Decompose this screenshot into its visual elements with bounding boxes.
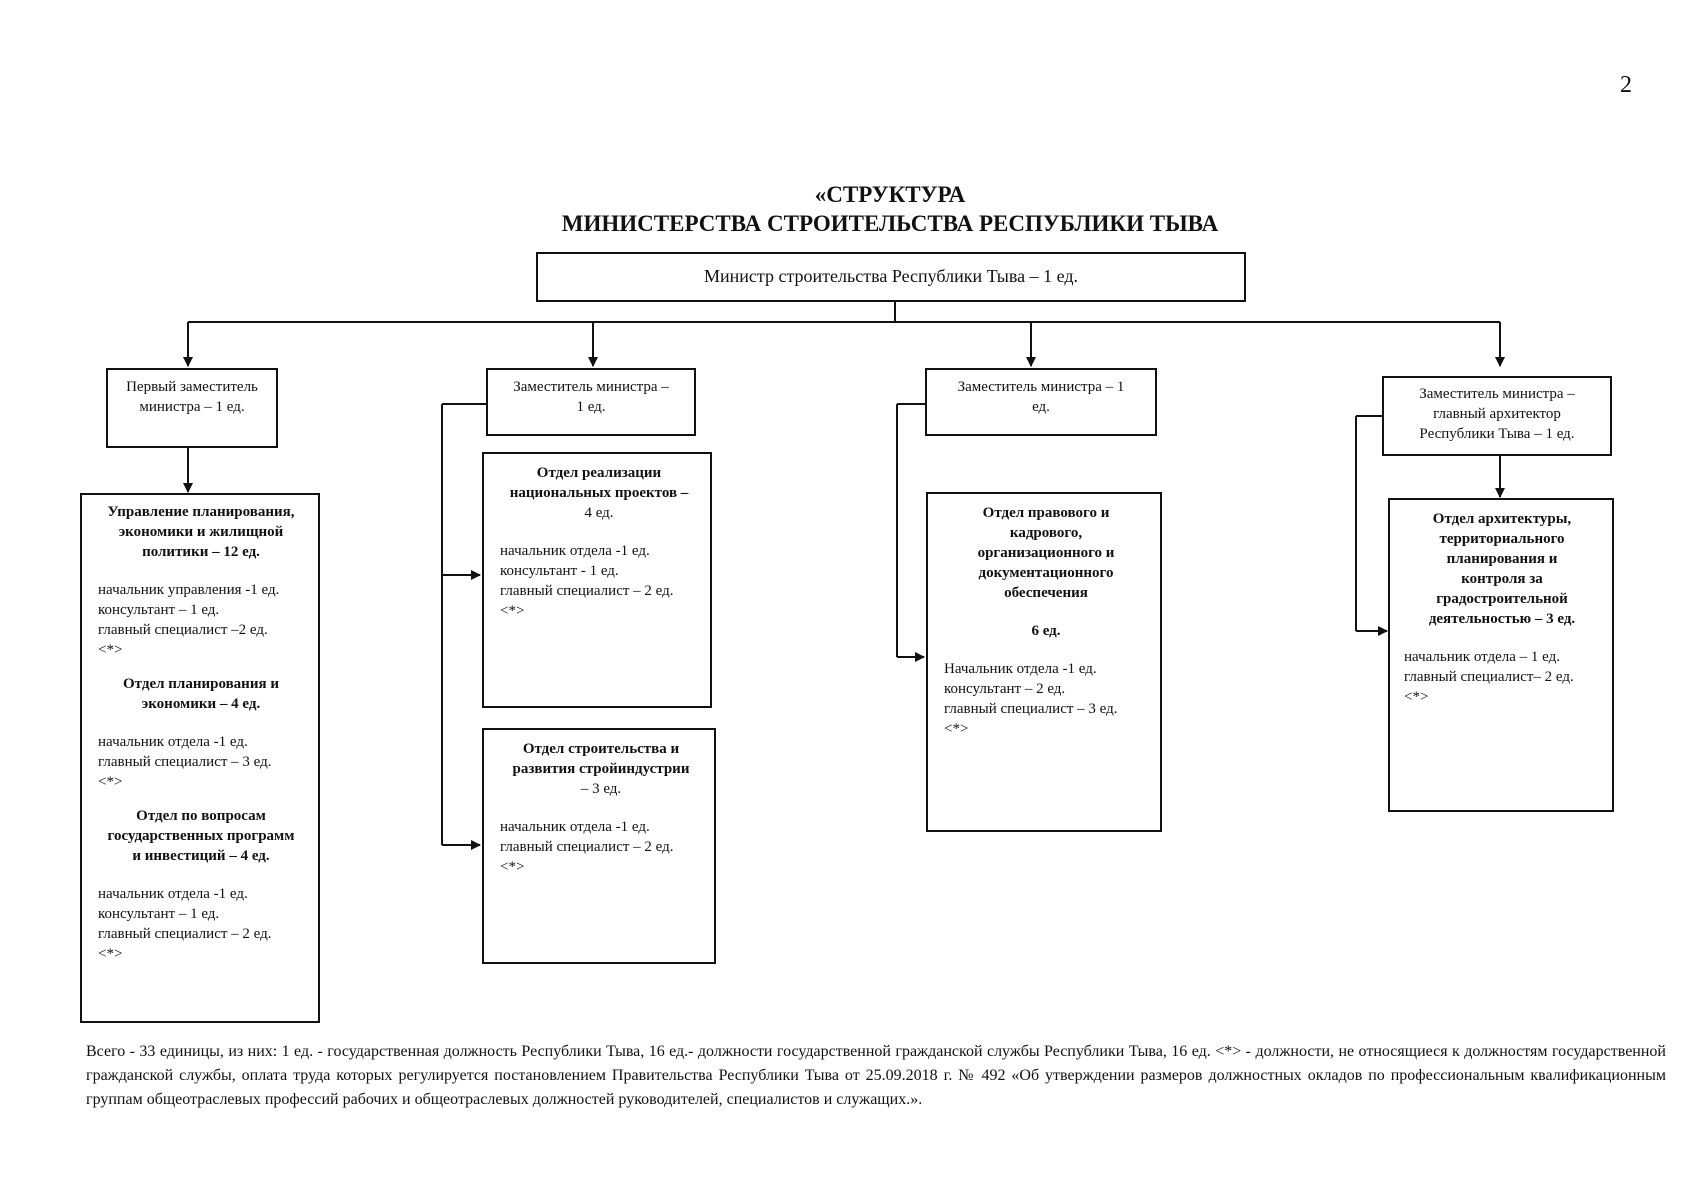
unit-title: Отдел реализации <box>536 465 662 481</box>
legal-hr-box: Отдел правового и кадрового, организацио… <box>926 492 1162 832</box>
subunit-title: государственных программ <box>107 828 295 844</box>
unit-title: планирования и <box>1446 551 1558 567</box>
staff-line: главный специалист – 3 ед. <box>98 754 272 770</box>
deputy-first-box: Первый заместитель министра – 1 ед. <box>106 368 278 448</box>
unit-title: экономики и жилищной <box>118 524 284 540</box>
staff-line: консультант – 1 ед. <box>98 906 220 922</box>
unit-title: Отдел строительства и <box>522 741 680 757</box>
staff-line: начальник отдела – 1 ед. <box>1404 649 1561 665</box>
staff-line: <*> <box>944 721 969 737</box>
page-title-line1: «СТРУКТУРА <box>814 182 966 207</box>
staff-line: главный специалист– 2 ед. <box>1404 669 1574 685</box>
deputy-4-line: Республики Тыва – 1 ед. <box>1419 426 1575 442</box>
staff-line: <*> <box>500 859 525 875</box>
staff-line: <*> <box>98 642 123 658</box>
deputy-3-line: ед. <box>1032 399 1050 415</box>
staff-line: консультант - 1 ед. <box>500 563 619 579</box>
unit-title: обеспечения <box>1004 585 1088 601</box>
unit-title: политики – 12 ед. <box>142 544 260 560</box>
unit-title: – 3 ед. <box>580 781 622 797</box>
deputy-4-line: главный архитектор <box>1433 406 1561 422</box>
staff-line: главный специалист – 2 ед. <box>500 839 674 855</box>
deputy-2-box: Заместитель министра – 1 ед. <box>486 368 696 436</box>
staff-line: начальник управления -1 ед. <box>98 582 280 598</box>
unit-title: Отдел архитектуры, <box>1432 511 1572 527</box>
staff-line: главный специалист –2 ед. <box>98 622 268 638</box>
unit-title: территориального <box>1439 531 1565 547</box>
staff-line: консультант – 2 ед. <box>944 681 1066 697</box>
staff-line: <*> <box>500 603 525 619</box>
deputy-2-line: 1 ед. <box>576 399 606 415</box>
deputy-4-box: Заместитель министра – главный архитекто… <box>1382 376 1612 456</box>
unit-count: 6 ед. <box>1031 623 1061 639</box>
deputy-3-line: Заместитель министра – 1 <box>957 379 1125 395</box>
unit-title: контроля за <box>1461 571 1543 587</box>
unit-title: 4 ед. <box>584 505 614 521</box>
unit-title: организационного и <box>977 545 1115 561</box>
deputy-3-box: Заместитель министра – 1 ед. <box>925 368 1157 436</box>
deputy-first-line: Первый заместитель <box>126 379 258 395</box>
unit-title: документационного <box>978 565 1114 581</box>
subunit-title: Отдел планирования и <box>123 676 279 692</box>
page-title-line2: МИНИСТЕРСТВА СТРОИТЕЛЬСТВА РЕСПУБЛИКИ ТЫ… <box>561 211 1219 236</box>
subunit-title: Отдел по вопросам <box>136 808 266 824</box>
staff-line: начальник отдела -1 ед. <box>500 819 650 835</box>
subunit-title: и инвестиций – 4 ед. <box>132 848 270 864</box>
staff-line: <*> <box>98 946 123 962</box>
staff-line: консультант – 1 ед. <box>98 602 220 618</box>
minister-box: Министр строительства Республики Тыва – … <box>536 252 1246 302</box>
staff-line: начальник отдела -1 ед. <box>98 734 248 750</box>
staff-line: Начальник отдела -1 ед. <box>944 661 1097 677</box>
unit-title: Отдел правового и <box>982 505 1110 521</box>
unit-title: кадрового, <box>1009 525 1083 541</box>
page-number: 2 <box>1620 72 1632 98</box>
minister-label: Министр строительства Республики Тыва – … <box>704 266 1078 286</box>
subunit-title: экономики – 4 ед. <box>141 696 261 712</box>
unit-title: градостроительной <box>1436 591 1568 607</box>
architecture-box: Отдел архитектуры, территориального план… <box>1388 498 1614 812</box>
staff-line: главный специалист – 2 ед. <box>98 926 272 942</box>
construction-box: Отдел строительства и развития стройинду… <box>482 728 716 964</box>
staff-line: <*> <box>1404 689 1429 705</box>
deputy-4-line: Заместитель министра – <box>1419 386 1575 402</box>
national-projects-box: Отдел реализации национальных проектов –… <box>482 452 712 708</box>
footnote: Всего - 33 единицы, из них: 1 ед. - госу… <box>86 1043 1666 1108</box>
unit-title: Управление планирования, <box>107 504 295 520</box>
planning-management-box: Управление планирования, экономики и жил… <box>80 493 320 1023</box>
unit-title: деятельностью – 3 ед. <box>1428 611 1576 627</box>
staff-line: начальник отдела -1 ед. <box>98 886 248 902</box>
staff-line: начальник отдела -1 ед. <box>500 543 650 559</box>
unit-title: национальных проектов – <box>509 485 689 501</box>
deputy-first-line: министра – 1 ед. <box>139 399 245 415</box>
unit-title: развития стройиндустрии <box>512 761 690 777</box>
staff-line: <*> <box>98 774 123 790</box>
staff-line: главный специалист – 3 ед. <box>944 701 1118 717</box>
staff-line: главный специалист – 2 ед. <box>500 583 674 599</box>
deputy-2-line: Заместитель министра – <box>513 379 669 395</box>
